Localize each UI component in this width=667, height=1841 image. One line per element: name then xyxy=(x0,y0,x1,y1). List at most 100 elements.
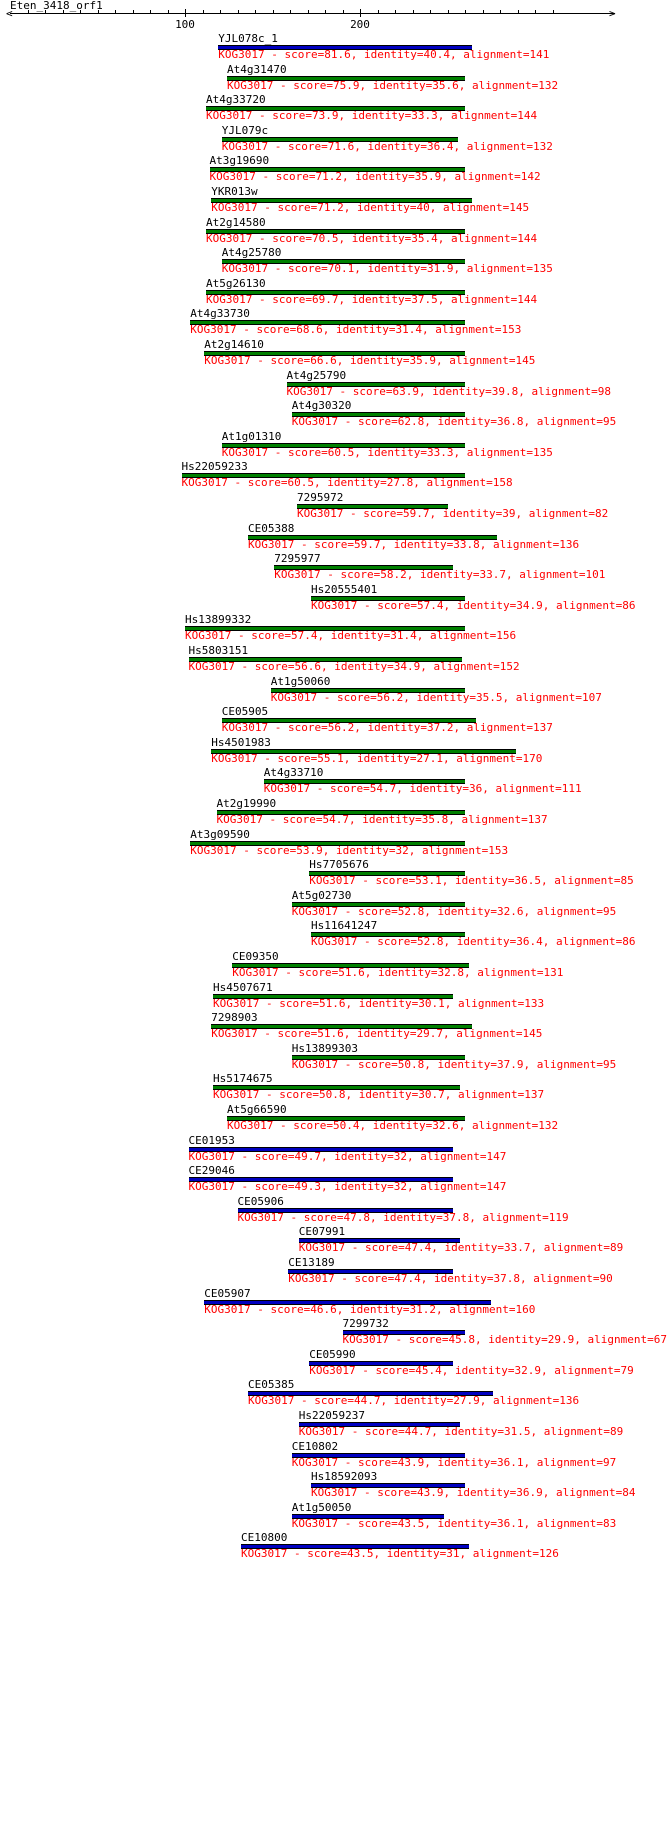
hit-alignment-bar[interactable] xyxy=(309,1360,453,1366)
hit-alignment-bar[interactable] xyxy=(213,1085,460,1091)
hit-alignment-bar[interactable] xyxy=(188,1177,453,1183)
hit-name[interactable]: YKR013w xyxy=(211,185,258,198)
hit-alignment-bar[interactable] xyxy=(188,1146,453,1152)
hit-name[interactable]: Hs22059237 xyxy=(298,1409,365,1422)
hit-name[interactable]: At5g66590 xyxy=(227,1103,287,1116)
hit-alignment-bar[interactable] xyxy=(211,198,472,203)
hit-alignment-bar[interactable] xyxy=(232,963,469,968)
hit-name[interactable]: At3g09590 xyxy=(190,827,250,841)
hit-alignment-bar[interactable] xyxy=(291,412,465,418)
hit-name[interactable]: CE07991 xyxy=(298,1225,346,1239)
hit-alignment-bar[interactable] xyxy=(206,289,465,295)
hit-name[interactable]: CE05990 xyxy=(309,1347,356,1361)
hit-name[interactable]: At1g50050 xyxy=(291,1500,352,1514)
hit-alignment-bar[interactable] xyxy=(218,45,472,50)
hit-alignment-bar[interactable] xyxy=(221,259,465,265)
hit-alignment-bar[interactable] xyxy=(270,687,465,693)
hit-alignment-bar[interactable] xyxy=(221,718,476,724)
hit-alignment-bar[interactable] xyxy=(185,626,465,632)
hit-alignment-bar[interactable] xyxy=(190,840,465,846)
hit-name[interactable]: Hs7705676 xyxy=(309,858,369,872)
hit-alignment-bar[interactable] xyxy=(221,136,458,142)
hit-alignment-bar[interactable] xyxy=(297,504,448,509)
hit-name[interactable]: At5g26130 xyxy=(206,276,266,290)
hit-name[interactable]: Hs4501983 xyxy=(211,735,271,749)
hit-name[interactable]: CE10800 xyxy=(241,1531,288,1545)
hit-alignment-bar[interactable] xyxy=(227,75,465,81)
hit-alignment-bar[interactable] xyxy=(263,779,465,785)
hit-name[interactable]: 7298903 xyxy=(211,1011,258,1025)
hit-alignment-bar[interactable] xyxy=(291,1054,465,1060)
hit-name[interactable]: CE05385 xyxy=(248,1378,295,1392)
hit-alignment-bar[interactable] xyxy=(188,657,462,662)
hit-alignment-bar[interactable] xyxy=(241,1544,469,1550)
hit-name[interactable]: CE29046 xyxy=(188,1164,235,1178)
hit-name[interactable]: Hs13899332 xyxy=(185,613,252,627)
hit-alignment-bar[interactable] xyxy=(227,1116,465,1121)
hit-alignment-bar[interactable] xyxy=(291,1452,465,1458)
hit-name[interactable]: At4g25780 xyxy=(221,246,282,260)
hit-name[interactable]: CE05905 xyxy=(221,705,269,719)
hit-alignment-bar[interactable] xyxy=(311,595,465,601)
hit-alignment-bar[interactable] xyxy=(206,106,465,112)
hit-name[interactable]: At5g02730 xyxy=(291,888,352,902)
hit-name[interactable]: At4g33730 xyxy=(190,307,250,321)
hit-alignment-bar[interactable] xyxy=(311,1483,465,1489)
hit-name[interactable]: At2g19990 xyxy=(216,797,277,810)
hit-alignment-bar[interactable] xyxy=(342,1330,465,1336)
hit-name[interactable]: Hs5174675 xyxy=(213,1072,273,1086)
hit-name[interactable]: At2g14610 xyxy=(204,338,264,351)
hit-alignment-bar[interactable] xyxy=(248,1391,493,1397)
hit-name[interactable]: Hs11641247 xyxy=(311,919,378,933)
hit-name[interactable]: At3g19690 xyxy=(209,154,270,168)
hit-alignment-bar[interactable] xyxy=(204,1299,492,1305)
hit-alignment-bar[interactable] xyxy=(237,1207,453,1213)
hit-alignment-bar[interactable] xyxy=(213,993,453,999)
hit-name[interactable]: Hs4507671 xyxy=(213,980,273,994)
hit-alignment-bar[interactable] xyxy=(211,748,516,754)
hit-name[interactable]: At1g01310 xyxy=(221,429,282,443)
hit-alignment-bar[interactable] xyxy=(286,381,465,387)
hit-name[interactable]: CE05388 xyxy=(248,521,295,535)
hit-name[interactable]: At2g14580 xyxy=(206,215,266,229)
hit-name[interactable]: 7295977 xyxy=(274,552,321,566)
hit-name[interactable]: 7295972 xyxy=(297,491,344,504)
hit-name[interactable]: At4g30320 xyxy=(291,399,352,413)
hit-alignment-bar[interactable] xyxy=(309,871,465,877)
hit-name[interactable]: CE05906 xyxy=(237,1194,284,1208)
hit-name[interactable]: CE10802 xyxy=(291,1439,339,1453)
hit-name[interactable]: 7299732 xyxy=(342,1317,389,1331)
hit-alignment-bar[interactable] xyxy=(248,534,497,540)
hit-name[interactable]: At4g33710 xyxy=(263,766,324,780)
hit-name[interactable]: Hs22059233 xyxy=(181,460,248,474)
hit-alignment-bar[interactable] xyxy=(274,565,453,571)
hit-name[interactable]: Hs20555401 xyxy=(311,582,378,596)
hit-alignment-bar[interactable] xyxy=(298,1238,460,1244)
hit-name[interactable]: CE05907 xyxy=(204,1286,251,1300)
hit-name[interactable]: At4g33720 xyxy=(206,93,266,107)
hit-alignment-bar[interactable] xyxy=(211,1024,472,1030)
hit-alignment-bar[interactable] xyxy=(221,442,465,448)
hit-name[interactable]: CE13189 xyxy=(288,1256,335,1269)
hit-alignment-bar[interactable] xyxy=(288,1269,453,1274)
hit-alignment-bar[interactable] xyxy=(291,1513,444,1519)
hit-name[interactable]: YJL079c xyxy=(221,123,269,137)
hit-alignment-bar[interactable] xyxy=(311,932,465,938)
hit-name[interactable]: Hs18592093 xyxy=(311,1470,378,1484)
hit-alignment-bar[interactable] xyxy=(216,810,465,815)
hit-name[interactable]: Hs13899303 xyxy=(291,1041,358,1055)
hit-alignment-bar[interactable] xyxy=(291,901,465,907)
hit-name[interactable]: CE09350 xyxy=(232,950,279,963)
hit-name[interactable]: Hs5803151 xyxy=(188,644,249,657)
hit-alignment-bar[interactable] xyxy=(190,320,465,326)
hit-alignment-bar[interactable] xyxy=(209,167,465,173)
hit-name[interactable]: CE01953 xyxy=(188,1133,235,1147)
hit-alignment-bar[interactable] xyxy=(181,473,465,479)
hit-name[interactable]: At4g25790 xyxy=(286,368,347,382)
hit-alignment-bar[interactable] xyxy=(298,1422,460,1427)
hit-alignment-bar[interactable] xyxy=(206,228,465,234)
hit-name[interactable]: YJL078c_1 xyxy=(218,32,278,45)
hit-name[interactable]: At1g50060 xyxy=(270,674,331,688)
hit-name[interactable]: At4g31470 xyxy=(227,62,287,76)
hit-alignment-bar[interactable] xyxy=(204,351,465,356)
